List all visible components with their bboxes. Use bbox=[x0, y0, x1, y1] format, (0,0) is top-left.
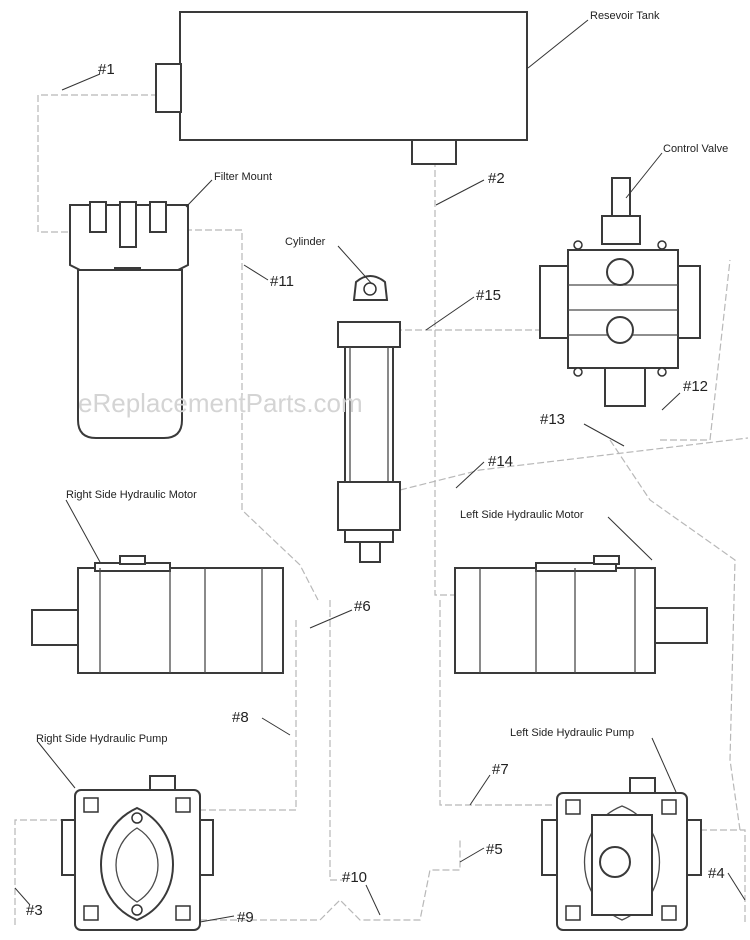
leader-lines bbox=[14, 19, 746, 923]
label-cylinder: Cylinder bbox=[285, 236, 326, 248]
hose-label-2: #2 bbox=[488, 170, 505, 187]
hose-label-11: #11 bbox=[270, 273, 294, 290]
hose-label-3: #3 bbox=[26, 902, 43, 919]
label-right-motor: Right Side Hydraulic Motor bbox=[66, 489, 197, 501]
label-reservoir-tank: Resevoir Tank bbox=[590, 10, 660, 22]
cylinder bbox=[337, 275, 401, 563]
hose-label-6: #6 bbox=[354, 598, 371, 615]
hose-label-8: #8 bbox=[232, 709, 249, 726]
right-hydraulic-pump bbox=[61, 775, 214, 931]
label-right-pump: Right Side Hydraulic Pump bbox=[36, 733, 167, 745]
label-left-motor: Left Side Hydraulic Motor bbox=[460, 509, 584, 521]
hose-label-12: #12 bbox=[683, 378, 708, 395]
hose-routing bbox=[14, 94, 749, 925]
control-valve bbox=[539, 177, 701, 407]
watermark: eReplacementParts.com bbox=[78, 388, 363, 418]
hose-label-7: #7 bbox=[492, 761, 509, 778]
hose-label-15: #15 bbox=[476, 287, 501, 304]
label-control-valve: Control Valve bbox=[663, 143, 728, 155]
left-hydraulic-pump bbox=[541, 777, 702, 931]
hose-label-14: #14 bbox=[488, 453, 513, 470]
reservoir-tank bbox=[155, 11, 528, 165]
hose-label-1: #1 bbox=[98, 61, 115, 78]
hose-label-10: #10 bbox=[342, 869, 367, 886]
label-filter-mount: Filter Mount bbox=[214, 171, 272, 183]
label-left-pump: Left Side Hydraulic Pump bbox=[510, 727, 634, 739]
left-hydraulic-motor bbox=[454, 555, 708, 674]
hose-label-13: #13 bbox=[540, 411, 565, 428]
hose-label-4: #4 bbox=[708, 865, 725, 882]
hose-label-5: #5 bbox=[486, 841, 503, 858]
hose-label-9: #9 bbox=[237, 909, 254, 926]
right-hydraulic-motor bbox=[31, 555, 284, 674]
filter-mount bbox=[69, 201, 189, 439]
